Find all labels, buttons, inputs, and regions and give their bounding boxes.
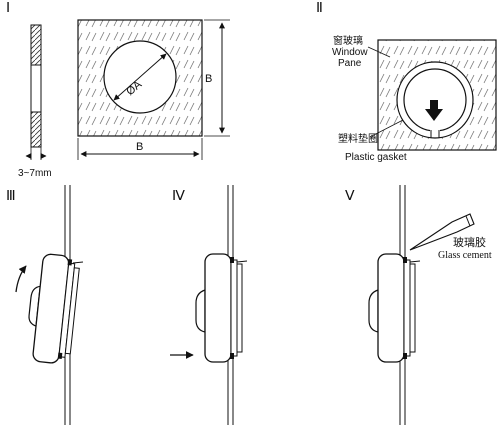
figure-2: Ⅱ 窗玻璃 Window Pane 塑料垫圈 Plastic gasket — [316, 1, 497, 163]
step-label-3: Ⅲ — [6, 189, 16, 204]
step-label-1: Ⅰ — [6, 1, 10, 16]
gasket-label-en: Plastic gasket — [345, 152, 407, 163]
glass-panel-front — [77, 19, 203, 137]
figure-5: Ⅴ 玻璃胶 Glass cement — [345, 185, 492, 425]
window-pane-label-en-1: Window — [332, 47, 368, 58]
pane-leader-line — [367, 46, 391, 58]
height-dimension — [204, 19, 230, 137]
rotate-arrow-icon — [15, 265, 27, 293]
figure-1: Ⅰ 3~7mm ØA B — [6, 1, 230, 179]
thickness-label: 3~7mm — [18, 168, 52, 179]
figure-3: Ⅲ — [6, 185, 84, 425]
step-label-2: Ⅱ — [316, 1, 323, 16]
window-pane-with-gasket — [377, 39, 497, 151]
device-installed — [368, 253, 421, 363]
down-arrow-icon — [425, 109, 443, 121]
width-dimension — [77, 138, 203, 160]
glass-cement-label-cn: 玻璃胶 — [453, 235, 486, 249]
height-label: B — [205, 73, 212, 85]
gasket-label-cn: 塑料垫圈 — [338, 132, 378, 145]
glass-cross-section — [25, 24, 47, 160]
figure-4: Ⅳ — [170, 185, 248, 425]
device-pressed — [195, 253, 248, 363]
window-pane-label-en-2: Pane — [338, 58, 362, 69]
step-label-5: Ⅴ — [345, 189, 355, 204]
glass-cement-label-en: Glass cement — [438, 250, 492, 261]
device-tilted — [28, 253, 80, 364]
step-label-4: Ⅳ — [172, 189, 185, 204]
width-label: B — [136, 141, 143, 153]
window-pane-label-cn: 窗玻璃 — [333, 34, 363, 47]
glue-nozzle-icon — [409, 213, 475, 251]
gasket-leader-line — [369, 119, 404, 138]
